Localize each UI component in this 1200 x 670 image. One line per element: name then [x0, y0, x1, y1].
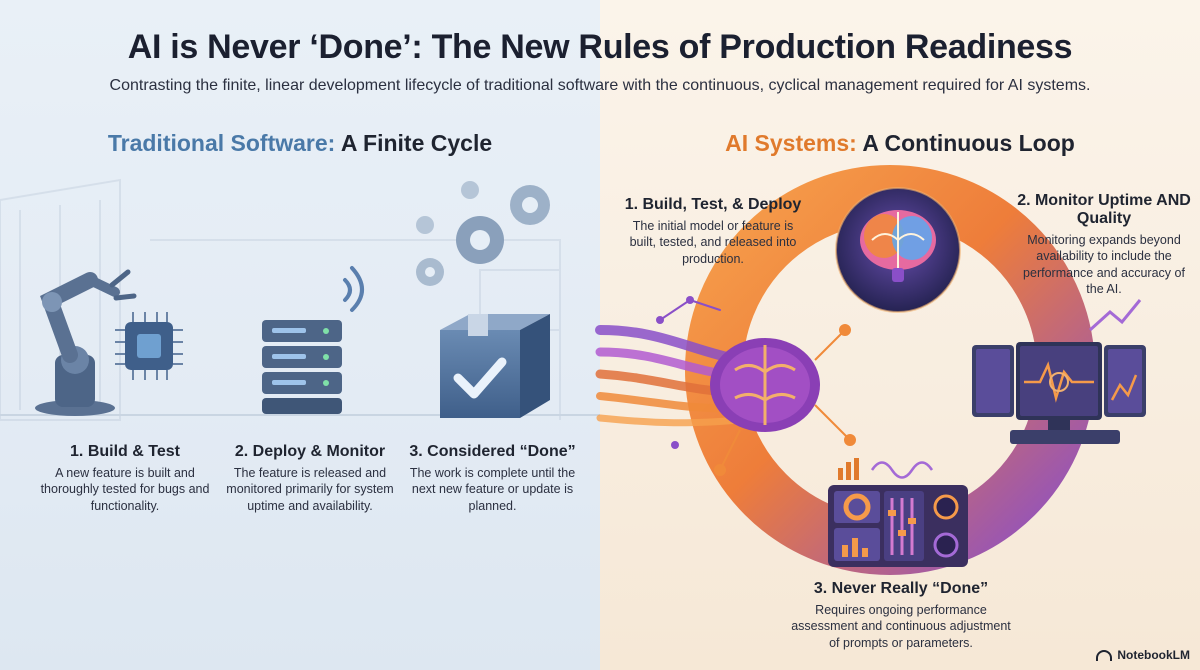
traditional-section-heading: Traditional Software: A Finite Cycle — [60, 130, 540, 157]
robot-arm-icon — [35, 269, 137, 416]
notebooklm-logo-icon — [1096, 649, 1113, 661]
step-title: 1. Build, Test, & Deploy — [624, 196, 802, 213]
step-description: A new feature is built and thoroughly te… — [40, 466, 210, 513]
page-header: AI is Never ‘Done’: The New Rules of Pro… — [0, 28, 1200, 95]
step-title: 1. Build & Test — [70, 443, 180, 460]
gears-icon — [416, 181, 550, 286]
traditional-step-done: 3. Considered “Done” The work is complet… — [400, 443, 585, 514]
step-description: The work is complete until the next new … — [409, 466, 576, 513]
step-description: The initial model or feature is built, t… — [629, 219, 797, 266]
traditional-heading-rest: A Finite Cycle — [335, 130, 493, 156]
badge-label: NotebookLM — [1117, 648, 1190, 662]
step-title: 3. Considered “Done” — [409, 443, 576, 460]
step-title: 2. Deploy & Monitor — [234, 443, 386, 460]
page-title: AI is Never ‘Done’: The New Rules of Pro… — [127, 28, 1073, 66]
ai-step-monitor-quality: 2. Monitor Uptime AND Quality Monitoring… — [1015, 192, 1193, 297]
control-panel-icon — [828, 458, 968, 567]
traditional-step-build-test: 1. Build & Test A new feature is built a… — [30, 443, 220, 514]
step-title: 2. Monitor Uptime AND Quality — [1017, 192, 1191, 227]
network-brain-icon — [710, 324, 856, 476]
completed-box-icon — [440, 314, 550, 418]
ai-step-never-done: 3. Never Really “Done” Requires ongoing … — [790, 580, 1012, 651]
traditional-heading-accent: Traditional Software: — [107, 130, 336, 156]
traditional-step-deploy-monitor: 2. Deploy & Monitor The feature is relea… — [210, 443, 410, 514]
step-description: Monitoring expands beyond availability t… — [1023, 233, 1185, 296]
ai-heading-rest: A Continuous Loop — [856, 130, 1075, 156]
step-description: The feature is released and monitored pr… — [226, 466, 394, 513]
monitoring-screens-icon — [972, 299, 1146, 444]
step-description: Requires ongoing performance assessment … — [791, 603, 1011, 650]
notebooklm-badge: NotebookLM — [1096, 648, 1190, 662]
ai-brain-orb-icon — [835, 187, 961, 313]
step-title: 3. Never Really “Done” — [813, 580, 989, 597]
wifi-signal-icon — [343, 266, 364, 312]
page-subtitle: Contrasting the finite, linear developme… — [109, 77, 1091, 94]
ai-step-build-test-deploy: 1. Build, Test, & Deploy The initial mod… — [618, 196, 808, 267]
server-stack-icon — [262, 320, 342, 414]
ai-heading-accent: AI Systems: — [725, 130, 857, 156]
ai-section-heading: AI Systems: A Continuous Loop — [640, 130, 1160, 157]
microchip-icon — [115, 312, 183, 380]
